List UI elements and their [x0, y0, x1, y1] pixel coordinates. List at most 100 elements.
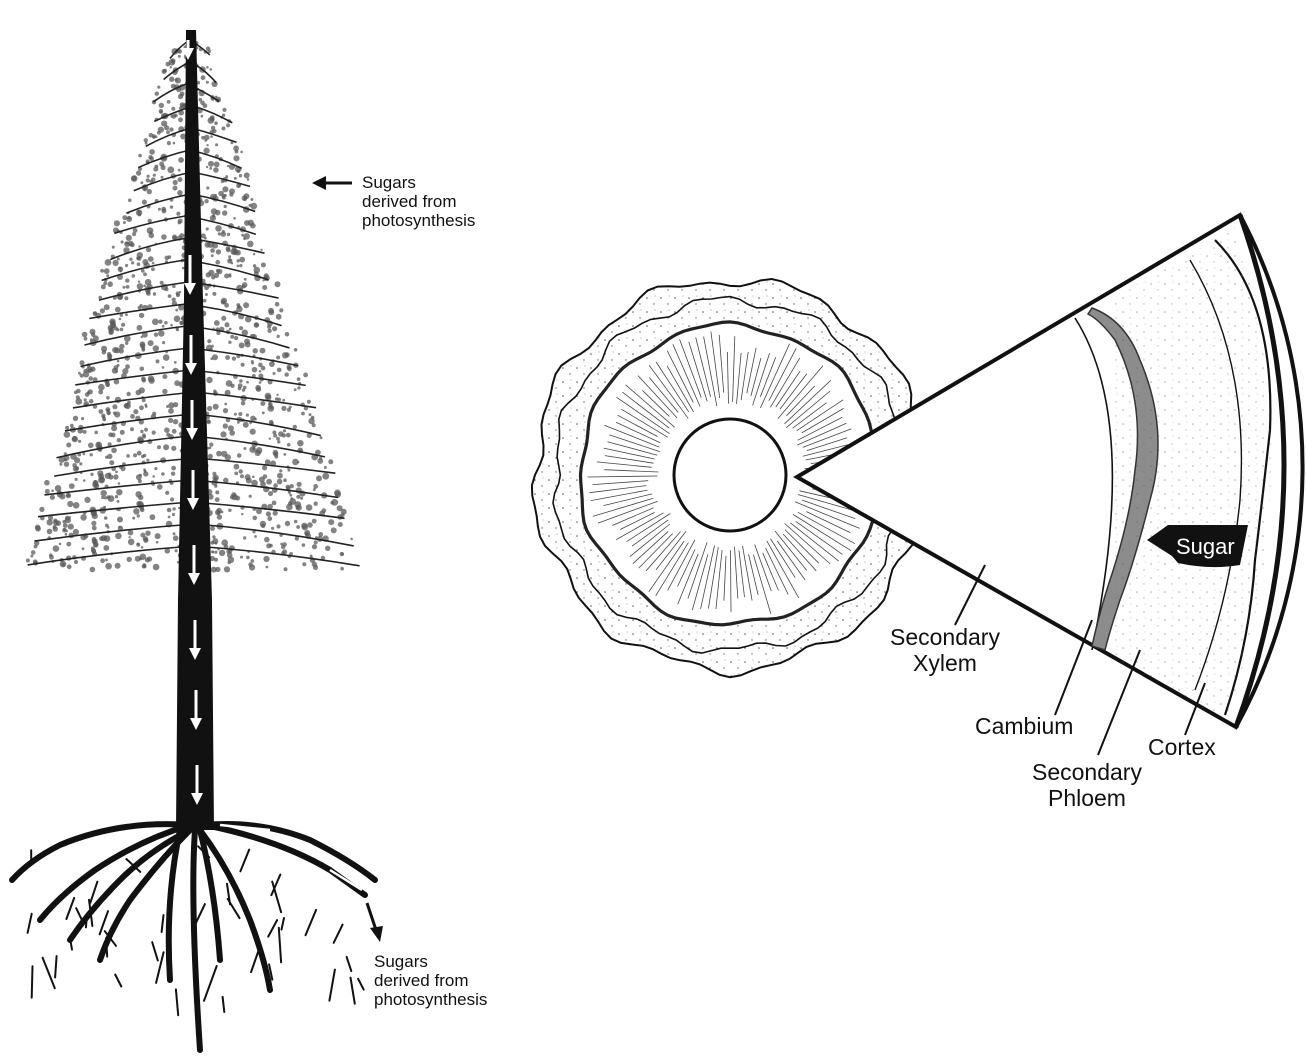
- rootlet: [347, 957, 352, 971]
- foliage-tuft: [161, 472, 165, 476]
- foliage-tuft: [237, 265, 240, 268]
- rootlet: [76, 908, 83, 923]
- foliage-tuft: [132, 517, 135, 520]
- foliage-tuft: [229, 275, 232, 278]
- rootlet: [223, 997, 225, 1012]
- foliage-tuft: [93, 311, 98, 316]
- foliage-tuft: [82, 452, 85, 455]
- foliage-tuft: [261, 524, 265, 528]
- foliage-tuft: [312, 544, 317, 549]
- foliage-tuft: [261, 263, 266, 268]
- foliage-tuft: [324, 466, 327, 469]
- foliage-tuft: [155, 165, 159, 169]
- foliage-tuft: [140, 508, 144, 512]
- rootlet: [66, 898, 74, 919]
- foliage-tuft: [158, 208, 161, 211]
- foliage-tuft: [204, 148, 210, 154]
- foliage-tuft: [243, 536, 246, 539]
- foliage-tuft: [212, 535, 215, 538]
- foliage-tuft: [210, 248, 215, 253]
- foliage-tuft: [272, 326, 277, 331]
- foliage-tuft: [113, 412, 116, 415]
- root-flow-arrow: [330, 870, 362, 890]
- foliage-tuft: [64, 462, 69, 467]
- foliage-tuft: [209, 443, 213, 447]
- foliage-tuft: [244, 220, 250, 226]
- sugar-tag-label: Sugar: [1176, 534, 1235, 560]
- foliage-tuft: [115, 533, 122, 540]
- foliage-tuft: [283, 453, 286, 456]
- foliage-tuft: [276, 394, 278, 396]
- rootlet: [351, 978, 355, 1004]
- foliage-tuft: [214, 273, 219, 278]
- foliage-tuft: [152, 319, 159, 326]
- foliage-tuft: [201, 233, 206, 238]
- foliage-tuft: [139, 405, 144, 410]
- foliage-tuft: [201, 75, 206, 80]
- foliage-tuft: [206, 47, 210, 51]
- foliage-tuft: [125, 313, 128, 316]
- foliage-tuft: [338, 522, 343, 527]
- foliage-tuft: [65, 426, 69, 430]
- foliage-tuft: [115, 307, 121, 313]
- foliage-tuft: [157, 445, 161, 449]
- foliage-tuft: [290, 484, 294, 488]
- foliage-tuft: [167, 166, 174, 173]
- foliage-tuft: [117, 517, 123, 523]
- foliage-tuft: [222, 108, 226, 112]
- foliage-tuft: [302, 562, 306, 566]
- foliage-tuft: [246, 478, 252, 484]
- foliage-tuft: [307, 400, 311, 404]
- foliage-tuft: [120, 430, 125, 435]
- foliage-tuft: [179, 107, 182, 110]
- foliage-tuft: [175, 77, 181, 83]
- foliage-tuft: [275, 397, 279, 401]
- foliage-tuft: [138, 306, 142, 310]
- foliage-tuft: [237, 259, 240, 262]
- foliage-tuft: [239, 326, 243, 330]
- foliage-tuft: [222, 127, 226, 131]
- foliage-tuft: [213, 167, 219, 173]
- foliage-tuft: [273, 434, 277, 438]
- foliage-tuft: [179, 321, 183, 325]
- foliage-tuft: [225, 322, 230, 327]
- foliage-tuft: [173, 532, 176, 535]
- foliage-tuft: [155, 533, 161, 539]
- foliage-tuft: [131, 261, 134, 264]
- foliage-tuft: [137, 514, 140, 517]
- foliage-tuft: [214, 551, 217, 554]
- foliage-tuft: [149, 133, 154, 138]
- foliage-tuft: [114, 365, 119, 370]
- foliage-tuft: [250, 198, 253, 201]
- foliage-tuft: [242, 195, 248, 201]
- foliage-tuft: [239, 379, 243, 383]
- foliage-tuft: [203, 299, 207, 303]
- foliage-tuft: [218, 232, 221, 235]
- foliage-tuft: [250, 203, 257, 210]
- foliage-tuft: [115, 471, 118, 474]
- foliage-tuft: [267, 329, 271, 333]
- foliage-tuft: [85, 392, 90, 397]
- foliage-tuft: [59, 463, 62, 466]
- foliage-tuft: [157, 131, 161, 135]
- foliage-tuft: [229, 430, 235, 436]
- foliage-tuft: [214, 121, 218, 125]
- foliage-tuft: [99, 477, 105, 483]
- foliage-tuft: [286, 433, 291, 438]
- foliage-tuft: [204, 199, 208, 203]
- foliage-tuft: [128, 241, 134, 247]
- foliage-tuft: [156, 541, 159, 544]
- foliage-tuft: [148, 256, 154, 262]
- foliage-tuft: [143, 454, 147, 458]
- foliage-tuft: [285, 521, 290, 526]
- foliage-tuft: [135, 491, 141, 497]
- foliage-tuft: [280, 543, 283, 546]
- foliage-tuft: [214, 162, 220, 168]
- foliage-tuft: [174, 114, 178, 118]
- foliage-tuft: [123, 221, 126, 224]
- foliage-tuft: [210, 215, 216, 221]
- foliage-tuft: [108, 473, 111, 476]
- foliage-tuft: [262, 279, 264, 281]
- foliage-tuft: [215, 143, 218, 146]
- foliage-tuft: [273, 483, 278, 488]
